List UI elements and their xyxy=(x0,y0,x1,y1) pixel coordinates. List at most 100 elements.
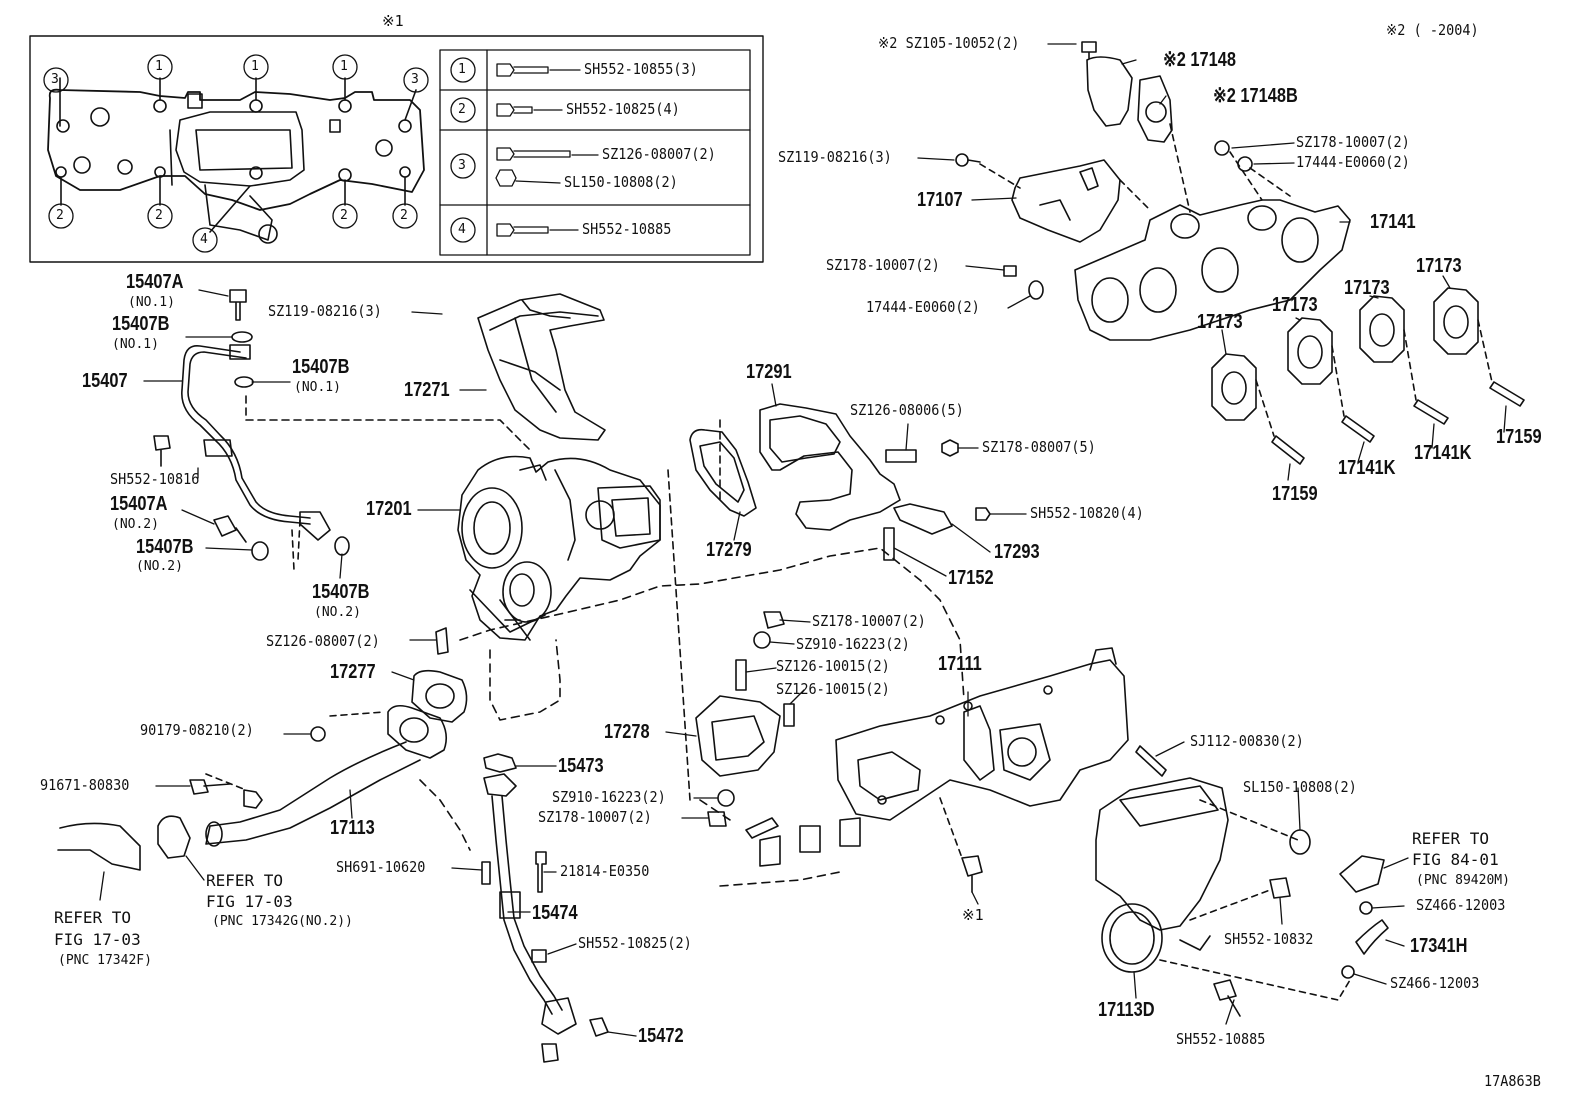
part-variant: (NO.1) xyxy=(294,380,341,395)
callout-number: 2 xyxy=(400,208,408,223)
key-row-number: 4 xyxy=(458,222,466,237)
part-label[interactable]: SZ126-08006(5) xyxy=(850,401,964,419)
part-label[interactable]: 17107 xyxy=(917,189,963,211)
part-label[interactable]: 17173 xyxy=(1344,277,1390,299)
part-label[interactable]: SJ112-00830(2) xyxy=(1190,732,1304,750)
part-label[interactable]: SZ126-10015(2) xyxy=(776,657,890,675)
turbo-outlet-pipe-art xyxy=(57,627,468,871)
part-label[interactable]: 17341H xyxy=(1410,935,1468,957)
part-label[interactable]: 17111 xyxy=(938,653,982,675)
part-label[interactable]: SZ466-12003 xyxy=(1416,896,1506,914)
key-row-number: 3 xyxy=(458,158,466,173)
reference-note: FIG 84-01 xyxy=(1412,850,1499,869)
part-label[interactable]: 15407B xyxy=(292,356,350,378)
callout-number: 4 xyxy=(200,232,208,247)
note-mark: ※1 xyxy=(382,12,404,30)
part-label[interactable]: SZ178-08007(5) xyxy=(982,438,1096,456)
part-label[interactable]: 17444-E0060(2) xyxy=(1296,153,1410,171)
part-label[interactable]: 17173 xyxy=(1272,294,1318,316)
key-table xyxy=(439,49,751,256)
part-label[interactable]: 15474 xyxy=(532,902,578,924)
part-label[interactable]: SZ126-08007(2) xyxy=(602,145,716,163)
callout-number: 3 xyxy=(411,72,419,87)
part-label[interactable]: 17113 xyxy=(330,817,375,839)
callout-number: 1 xyxy=(340,59,348,74)
part-label[interactable]: 17271 xyxy=(404,379,450,401)
part-label[interactable]: 17141K xyxy=(1414,442,1472,464)
key-row-number: 2 xyxy=(458,102,466,117)
part-label[interactable]: SH552-10820(4) xyxy=(1030,504,1144,522)
part-label[interactable]: SH552-10825(2) xyxy=(578,934,692,952)
part-label[interactable]: ※2 SZ105-10052(2) xyxy=(878,34,1020,52)
part-label[interactable]: 17141K xyxy=(1338,457,1396,479)
callout-number: 2 xyxy=(56,208,64,223)
part-label[interactable]: 17293 xyxy=(994,541,1040,563)
note-mark: ※1 xyxy=(962,906,984,924)
exhaust-manifold-art xyxy=(955,41,1351,341)
part-label[interactable]: 17152 xyxy=(948,567,994,589)
part-label[interactable]: 17159 xyxy=(1272,483,1318,505)
exhaust-pipe-assembly-art xyxy=(835,647,1389,1017)
part-label[interactable]: ※2 17148 xyxy=(1163,49,1237,71)
part-label[interactable]: 17277 xyxy=(330,661,376,683)
key-row-number: 1 xyxy=(458,62,466,77)
part-variant: (NO.2) xyxy=(314,605,361,620)
part-label[interactable]: SZ910-16223(2) xyxy=(552,788,666,806)
part-label[interactable]: SZ178-10007(2) xyxy=(826,256,940,274)
diagram-id: 17A863B xyxy=(1484,1072,1541,1090)
part-label[interactable]: 17173 xyxy=(1416,255,1462,277)
part-label[interactable]: 17279 xyxy=(706,539,752,561)
part-label[interactable]: SZ466-12003 xyxy=(1390,974,1480,992)
part-label[interactable]: SH691-10620 xyxy=(336,858,426,876)
part-label[interactable]: 17278 xyxy=(604,721,650,743)
note-year-range: ※2 ( -2004) xyxy=(1386,21,1479,39)
part-label[interactable]: 15407A xyxy=(110,493,168,515)
part-label[interactable]: 17173 xyxy=(1197,311,1243,333)
part-label[interactable]: 15473 xyxy=(558,755,604,777)
oil-feed-pipe-art xyxy=(153,289,531,571)
part-label[interactable]: 21814-E0350 xyxy=(560,862,650,880)
part-label[interactable]: 90179-08210(2) xyxy=(140,721,254,739)
part-label[interactable]: SZ910-16223(2) xyxy=(796,635,910,653)
part-label[interactable]: 91671-80830 xyxy=(40,776,130,794)
part-label[interactable]: 17113D xyxy=(1098,999,1155,1021)
part-label[interactable]: 15407B xyxy=(136,536,194,558)
part-label[interactable]: 17291 xyxy=(746,361,792,383)
part-label[interactable]: 17159 xyxy=(1496,426,1542,448)
part-label[interactable]: SH552-10855(3) xyxy=(584,60,698,78)
part-label[interactable]: 17201 xyxy=(366,498,412,520)
part-label[interactable]: 17444-E0060(2) xyxy=(866,298,980,316)
part-label[interactable]: 17141 xyxy=(1370,211,1416,233)
part-label[interactable]: ※2 17148B xyxy=(1213,85,1298,107)
part-label[interactable]: SL150-10808(2) xyxy=(564,173,678,191)
part-label[interactable]: SZ126-10015(2) xyxy=(776,680,890,698)
oil-return-pipe-art xyxy=(481,753,609,1063)
part-label[interactable]: 15407A xyxy=(126,271,184,293)
adapter-plate-art xyxy=(695,611,795,839)
part-label[interactable]: SH552-10832 xyxy=(1224,930,1314,948)
part-label[interactable]: SH552-10825(4) xyxy=(566,100,680,118)
part-label[interactable]: 15472 xyxy=(638,1025,684,1047)
part-label[interactable]: SZ178-10007(2) xyxy=(812,612,926,630)
part-variant: (NO.2) xyxy=(136,559,183,574)
part-label[interactable]: SH552-10885 xyxy=(582,220,672,238)
part-label[interactable]: 15407B xyxy=(112,313,170,335)
part-label[interactable]: 15407B xyxy=(312,581,370,603)
part-variant: (NO.2) xyxy=(112,517,159,532)
part-label[interactable]: 15407 xyxy=(82,370,128,392)
part-label[interactable]: SZ119-08216(3) xyxy=(778,148,892,166)
part-label[interactable]: SZ119-08216(3) xyxy=(268,302,382,320)
part-variant: (NO.1) xyxy=(112,337,159,352)
reference-note: (PNC 89420M) xyxy=(1416,873,1510,888)
callout-number: 2 xyxy=(155,208,163,223)
turbocharger-art xyxy=(457,455,661,641)
part-label[interactable]: SZ178-10007(2) xyxy=(538,808,652,826)
part-label[interactable]: SZ126-08007(2) xyxy=(266,632,380,650)
reference-note: REFER TO xyxy=(54,908,132,927)
part-label[interactable]: SH552-10885 xyxy=(1176,1030,1266,1048)
leader-lines xyxy=(99,43,1507,1037)
part-label[interactable]: SH552-10816 xyxy=(110,470,200,488)
part-label[interactable]: SL150-10808(2) xyxy=(1243,778,1357,796)
part-label[interactable]: SZ178-10007(2) xyxy=(1296,133,1410,151)
reference-note: FIG 17-03 xyxy=(54,930,141,949)
